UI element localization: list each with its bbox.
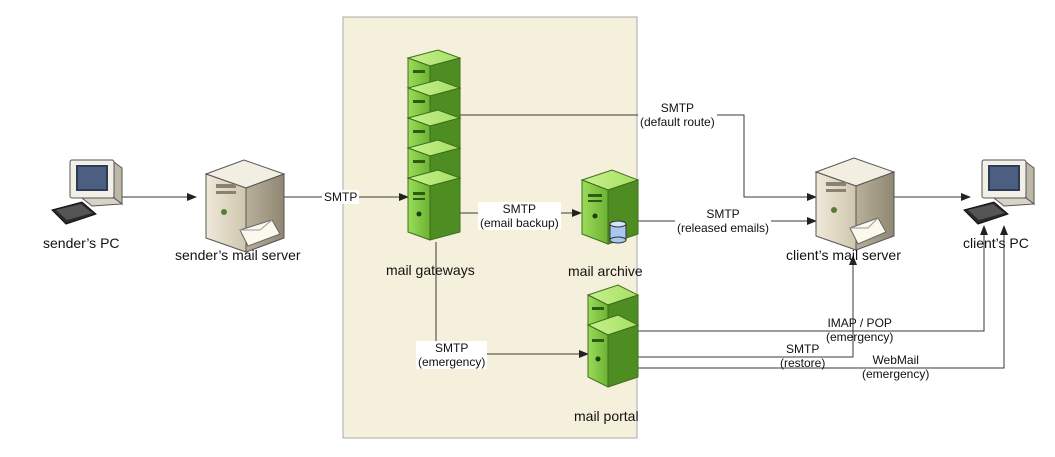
senders-mail-server-label: sender’s mail server xyxy=(175,247,301,263)
edge-label-webmail: WebMail (emergency) xyxy=(860,353,931,381)
senders-pc-icon xyxy=(51,159,124,225)
edge-label-smtp-in: SMTP xyxy=(322,190,360,204)
edge-label-line: (emergency) xyxy=(418,355,486,369)
database-icon xyxy=(609,220,627,244)
edge-label-emergency: SMTP (emergency) xyxy=(416,341,488,369)
edge-imap-pop xyxy=(637,225,988,332)
edge-label-default-route: SMTP (default route) xyxy=(638,101,717,129)
mail-gateways-icon xyxy=(406,49,462,241)
edge-label-line: SMTP xyxy=(502,202,537,216)
edge-label-restore: SMTP (restore) xyxy=(778,342,827,370)
edge-label-line: (released emails) xyxy=(677,221,770,235)
mail-portal-label: mail portal xyxy=(574,408,639,424)
senders-mail-server-icon xyxy=(204,159,286,253)
edge-default-route xyxy=(460,114,817,201)
mail-gateways-label: mail gateways xyxy=(386,262,475,278)
edge-label-line: SMTP xyxy=(660,101,695,115)
edge-label-line: WebMail xyxy=(872,353,919,367)
edge-label-line: (restore) xyxy=(780,356,826,370)
edge-label-line: SMTP xyxy=(786,342,820,356)
edge-label-email-backup: SMTP (email backup) xyxy=(478,202,561,230)
mail-archive-label: mail archive xyxy=(568,263,643,279)
clients-mail-server-icon xyxy=(814,157,896,251)
senders-pc-label: sender’s PC xyxy=(43,235,120,251)
edge-label-imap-pop: IMAP / POP (emergency) xyxy=(824,316,895,344)
edge-restore xyxy=(637,255,857,358)
clients-pc-label: client’s PC xyxy=(963,235,1029,251)
edge-label-released-emails: SMTP (released emails) xyxy=(675,207,772,235)
edge-webmail xyxy=(637,225,1008,369)
edge-label-line: (email backup) xyxy=(480,216,559,230)
clients-pc-icon xyxy=(963,159,1036,225)
edge-label-line: (emergency) xyxy=(826,330,894,344)
clients-mail-server-label: client’s mail server xyxy=(786,247,901,263)
edge-label-line: (default route) xyxy=(640,115,715,129)
mail-archive-icon xyxy=(580,169,640,245)
edge-label-line: IMAP / POP xyxy=(827,316,892,330)
edge-label-line: SMTP xyxy=(324,190,358,204)
edge-label-line: SMTP xyxy=(435,341,469,355)
mail-portal-icon xyxy=(586,284,640,388)
edge-label-line: (emergency) xyxy=(862,367,930,381)
edge-label-line: SMTP xyxy=(706,207,740,221)
